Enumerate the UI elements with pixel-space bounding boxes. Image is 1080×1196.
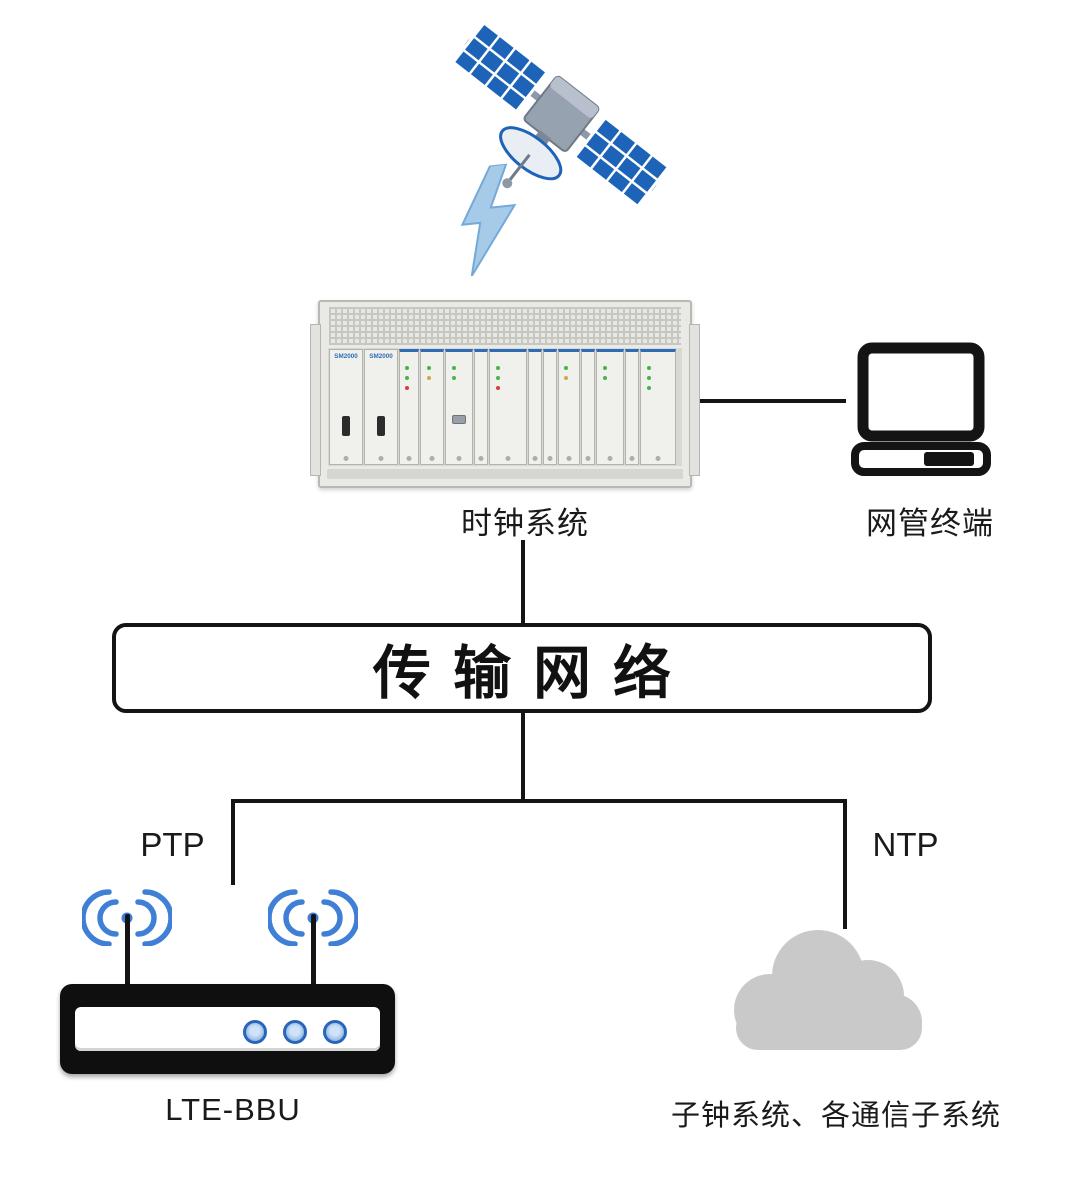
rack-module-card [489, 349, 527, 465]
ntp-label: NTP [872, 826, 939, 863]
monitor-screen [857, 342, 985, 442]
rack-blank-card [543, 349, 557, 465]
ptp-label: PTP [140, 826, 205, 863]
rack-module-card [445, 349, 473, 465]
rack-module-card [640, 349, 676, 465]
router-antenna [125, 914, 130, 998]
psu-handle [342, 416, 350, 436]
serial-port [452, 415, 466, 424]
connector-ptp-drop [231, 799, 235, 885]
wifi-signal-icon [268, 889, 358, 946]
lightning-bolt-icon [460, 162, 517, 277]
rack-psu-card: SM2000 [364, 349, 398, 465]
connector-rack-to-monitor [700, 399, 846, 403]
clock-system-rack-icon: SM2000 SM2000 [310, 300, 700, 488]
connector-rack-to-network [521, 540, 525, 623]
rack-blank-card [528, 349, 542, 465]
rack-mount-ear [689, 324, 700, 476]
connector-ntp-drop [843, 799, 847, 929]
monitor-base-inset [924, 452, 974, 466]
rack-module-card [558, 349, 580, 465]
subsystems-label: 子钟系统、各通信子系统 [670, 1100, 1001, 1132]
router-led-button [283, 1020, 307, 1044]
rack-model-label: SM2000 [369, 353, 393, 360]
router-body [60, 984, 395, 1074]
wifi-signal-icon [82, 889, 172, 946]
router-led-button [323, 1020, 347, 1044]
satellite-left-panel [451, 20, 550, 114]
transmission-network-label: 传输网络 [372, 641, 694, 706]
rack-blank-card [474, 349, 488, 465]
rack-mount-ear [310, 324, 321, 476]
rack-module-card [596, 349, 624, 465]
clock-system-label: 时钟系统 [461, 506, 589, 541]
rack-module-card [420, 349, 444, 465]
connector-branch-horizontal [231, 799, 847, 803]
rack-module-card [399, 349, 419, 465]
router-antenna [311, 914, 316, 998]
rack-psu-card: SM2000 [329, 349, 363, 465]
connector-network-to-branch [521, 713, 525, 802]
router-front-panel [75, 1007, 380, 1051]
rack-card-row: SM2000 SM2000 [328, 348, 682, 466]
satellite-right-panel [572, 115, 671, 209]
rack-bottom-rail [327, 469, 683, 479]
rack-vent-grid [329, 307, 681, 345]
satellite-icon [451, 20, 671, 209]
nms-terminal-label: 网管终端 [866, 506, 994, 541]
cloud-icon [734, 930, 922, 1050]
rack-blank-card [581, 349, 595, 465]
transmission-network-box: 传输网络 [112, 623, 932, 713]
lte-bbu-label: LTE-BBU [165, 1092, 301, 1127]
satellite-feed-tip [502, 178, 513, 189]
psu-handle [377, 416, 385, 436]
lte-bbu-router-icon [60, 884, 405, 1084]
router-led-button [243, 1020, 267, 1044]
rack-model-label: SM2000 [334, 353, 358, 360]
satellite-body-top [550, 76, 599, 118]
rack-blank-card [625, 349, 639, 465]
satellite-feed [508, 153, 531, 181]
monitor-icon [851, 342, 991, 476]
